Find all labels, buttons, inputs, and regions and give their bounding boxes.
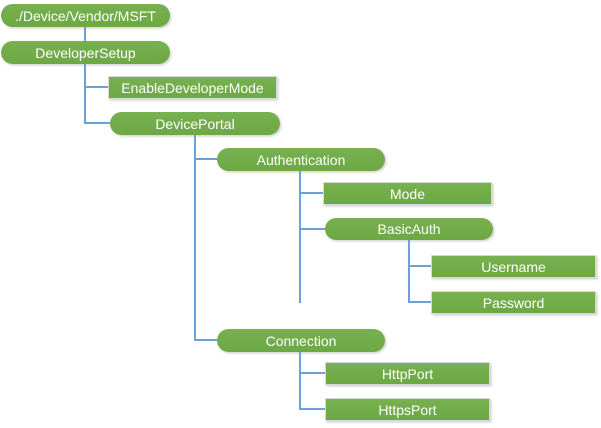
node-developer-setup: DeveloperSetup: [1, 41, 170, 64]
connector-to-httpsport: [299, 408, 325, 410]
node-password: Password: [431, 291, 596, 314]
node-username: Username: [431, 255, 596, 278]
connector-to-httpport: [299, 372, 325, 374]
connector-to-password: [408, 301, 431, 303]
connector-authentication-trunk: [299, 171, 301, 303]
node-authentication: Authentication: [217, 148, 385, 171]
connector-to-authentication: [194, 158, 217, 160]
node-basic-auth: BasicAuth: [325, 218, 493, 240]
connector-basicauth-trunk: [408, 240, 410, 303]
node-enable-developer-mode: EnableDeveloperMode: [108, 76, 277, 99]
connector-to-username: [408, 265, 431, 267]
connector-to-basicauth: [299, 228, 325, 230]
node-device-vendor-msft: ./Device/Vendor/MSFT: [1, 4, 170, 27]
connector-to-connection: [194, 339, 217, 341]
node-mode: Mode: [323, 182, 492, 205]
node-http-port: HttpPort: [325, 362, 490, 385]
node-connection: Connection: [217, 329, 385, 352]
connector-to-deviceportal: [84, 122, 110, 124]
node-https-port: HttpsPort: [325, 398, 490, 421]
connector-connection-trunk: [299, 352, 301, 410]
node-device-portal: DevicePortal: [110, 112, 280, 135]
connector-to-mode: [299, 192, 323, 194]
connector-to-enabledevelopermode: [84, 86, 108, 88]
connector-root-to-developersetup: [84, 27, 86, 41]
connector-deviceportal-trunk: [194, 135, 196, 341]
connector-developersetup-trunk: [84, 64, 86, 124]
